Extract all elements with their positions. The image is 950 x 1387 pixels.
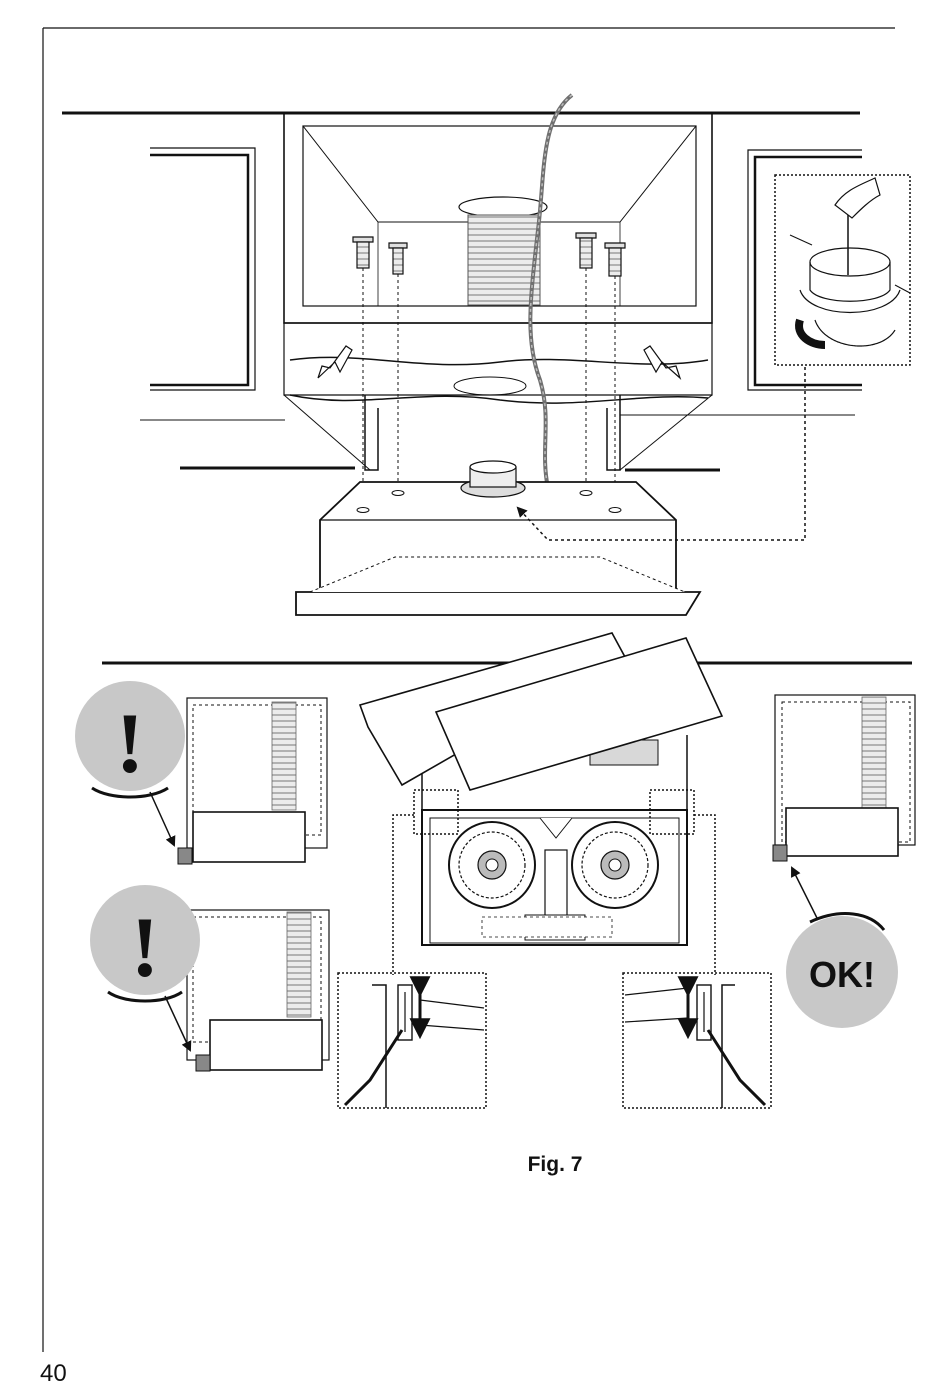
page-number: 40 <box>40 1362 67 1386</box>
cooker-hood-unit <box>296 461 700 615</box>
screwdriver-icon <box>345 1030 402 1105</box>
incorrect-position-example-2 <box>187 910 329 1071</box>
hood-filter-assembly <box>360 633 722 975</box>
screwdriver-icon <box>708 1030 765 1105</box>
hand-icon <box>835 178 880 218</box>
correct-position-example <box>773 695 915 861</box>
figure-caption: Fig. 7 <box>500 1153 610 1177</box>
incorrect-position-example-1 <box>178 698 327 864</box>
ok-badge-icon: OK! <box>786 868 898 1028</box>
svg-text:!: ! <box>131 899 160 995</box>
warning-exclamation-icon: ! <box>75 681 185 845</box>
svg-text:OK!: OK! <box>809 954 875 995</box>
warning-exclamation-icon: ! <box>90 885 200 1050</box>
adjustment-detail-left <box>338 973 486 1108</box>
cabinet-installation-drawing <box>62 95 862 488</box>
adjustment-detail-right <box>623 973 771 1108</box>
svg-text:!: ! <box>116 695 145 791</box>
